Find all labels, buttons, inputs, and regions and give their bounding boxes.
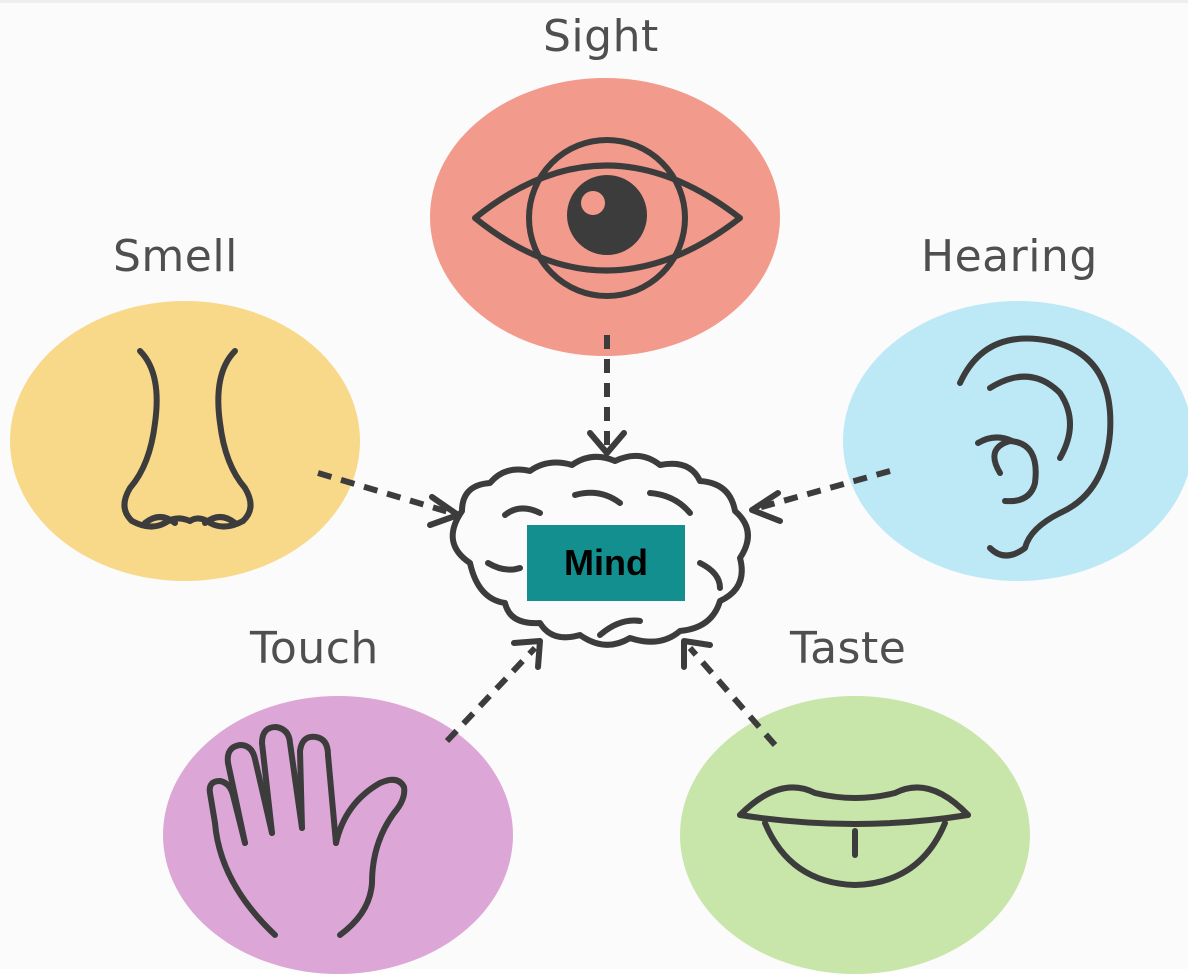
mind-label: Mind	[527, 525, 685, 601]
mouth-icon	[740, 787, 968, 885]
arrow-touch-to-mind	[447, 641, 540, 741]
arrow-taste-to-mind	[684, 641, 775, 745]
nose-icon	[124, 351, 250, 527]
hand-icon	[210, 727, 405, 935]
ear-icon	[960, 339, 1110, 556]
diagram-graphics	[0, 3, 1188, 972]
eye-icon	[475, 140, 740, 296]
arrow-smell-to-mind	[318, 473, 458, 525]
arrow-sight-to-mind	[590, 335, 624, 453]
arrow-hearing-to-mind	[752, 471, 890, 521]
